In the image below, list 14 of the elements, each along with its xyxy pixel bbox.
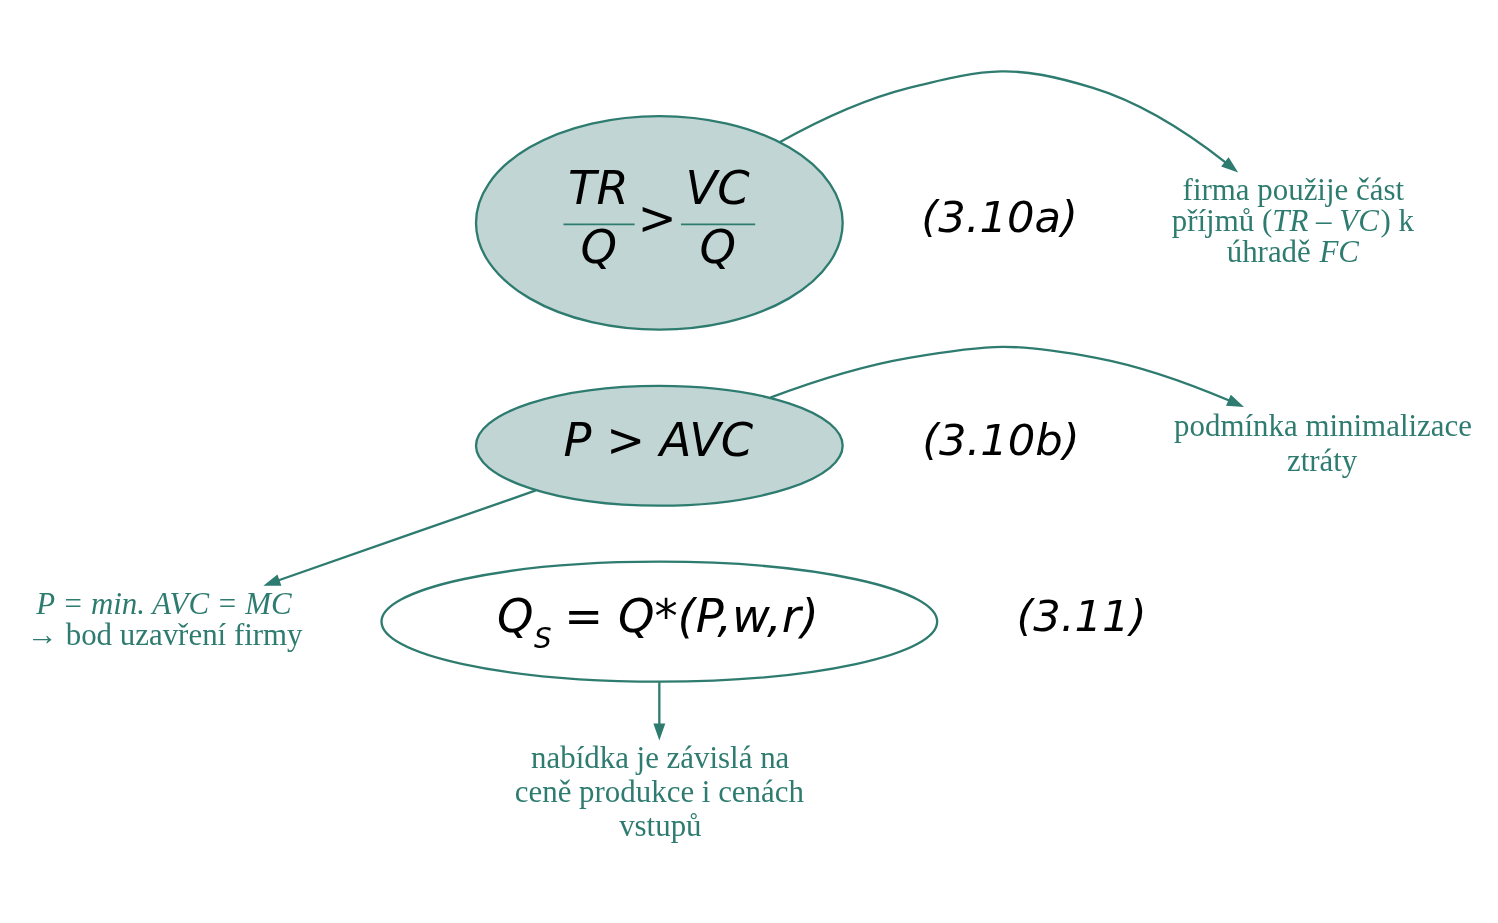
arrow bbox=[769, 345, 1245, 407]
node-ellipse: Q$_{S}$ = Q*(P,w,r) bbox=[380, 560, 939, 683]
node-text: firma použije část příjmů (TR – VC) k úhradě FC bbox=[1171, 171, 1414, 269]
node-text: P = min. AVC = MC → bod uzavření firmy bbox=[27, 585, 303, 652]
node-ellipse: P > AVC bbox=[474, 384, 844, 507]
node-ellipse: TR > VC Q Q bbox=[474, 114, 844, 331]
node-text: podmínka minimalizace ztráty bbox=[1174, 408, 1472, 478]
node-text: nabídka je závislá na ceně produkce i cenách vstupů bbox=[514, 740, 804, 844]
label: (3.11) bbox=[1016, 590, 1147, 641]
arrow bbox=[653, 682, 666, 741]
label: (3.10b) bbox=[922, 414, 1080, 465]
arrow bbox=[263, 489, 537, 586]
arrow bbox=[779, 70, 1239, 173]
label: (3.10a) bbox=[921, 191, 1078, 242]
